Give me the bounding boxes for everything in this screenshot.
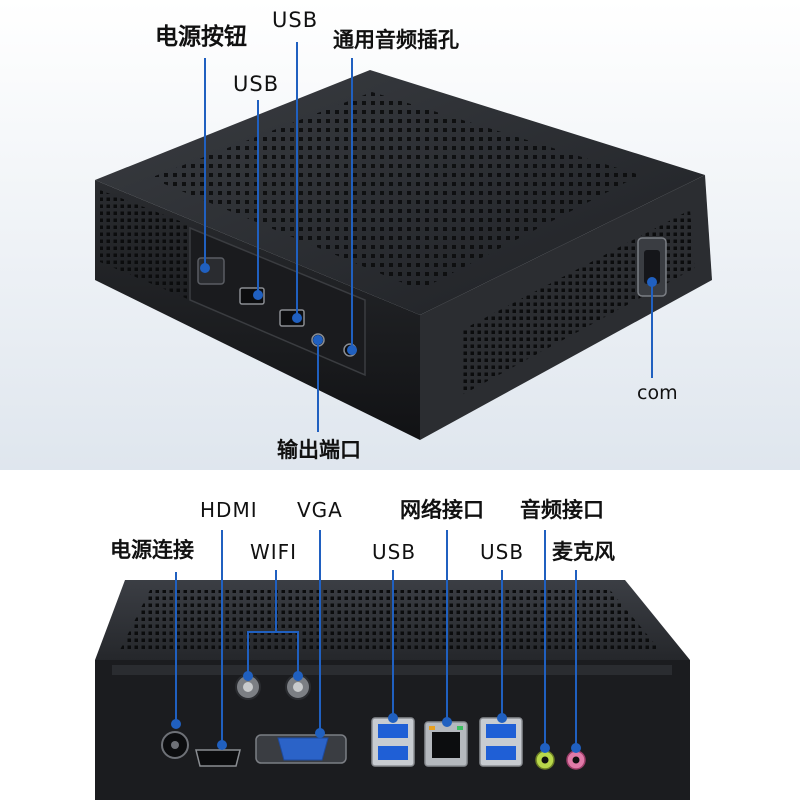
- top-vent-grid: [150, 92, 640, 290]
- leader-dot-power-connector: [171, 719, 181, 729]
- leader-dot-com: [647, 277, 657, 287]
- label-power-connector: 电源连接: [110, 538, 194, 562]
- mic-in-hole: [572, 756, 580, 764]
- rear-top-vent: [120, 590, 660, 650]
- dc-power-pin: [171, 741, 179, 749]
- label-power-button: 电源按钮: [155, 24, 247, 50]
- vga-port: [277, 737, 329, 761]
- label-hdmi: HDMI: [200, 498, 258, 522]
- label-usb-upper: USB: [272, 8, 319, 32]
- leader-dot-wifi-2: [293, 671, 303, 681]
- label-output-port: 输出端口: [277, 438, 361, 462]
- com-port-socket: [644, 250, 660, 284]
- leader-dot-vga: [315, 728, 325, 738]
- label-com: com: [637, 382, 678, 404]
- usb-port-right-upper: [486, 724, 516, 738]
- leader-dot-usb-left: [388, 713, 398, 723]
- leader-dot-network: [442, 717, 452, 727]
- top-leader-lines: [200, 42, 657, 432]
- wifi-antenna-center-2: [293, 682, 303, 692]
- leader-dot-audio-jack: [347, 345, 357, 355]
- label-wifi: WIFI: [250, 540, 298, 564]
- leader-dot-usb-right: [497, 713, 507, 723]
- wifi-antenna-center-1: [243, 682, 253, 692]
- label-usb-lower: USB: [233, 72, 280, 96]
- side-vent-right: [462, 210, 695, 395]
- leader-dot-usb-2: [292, 313, 302, 323]
- rj45-port: [432, 732, 460, 758]
- hdmi-port: [195, 749, 241, 767]
- leader-dot-power-button: [200, 263, 210, 273]
- leader-wifi-2: [276, 631, 299, 676]
- leader-dot-hdmi: [217, 740, 227, 750]
- label-audio-jack: 通用音频插孔: [333, 28, 459, 52]
- leader-dot-usb-1: [253, 290, 263, 300]
- usb-port-left-upper: [378, 724, 408, 738]
- label-network-port: 网络接口: [400, 498, 484, 522]
- audio-out-hole: [541, 756, 549, 764]
- label-vga: VGA: [297, 498, 343, 522]
- leader-dot-output-port: [313, 335, 323, 345]
- leader-dot-audio-port: [540, 743, 550, 753]
- label-usb-left: USB: [372, 540, 417, 564]
- rear-leader-lines: [171, 530, 581, 753]
- label-usb-right: USB: [480, 540, 525, 564]
- label-microphone: 麦克风: [552, 540, 615, 564]
- leader-wifi-1: [247, 570, 277, 676]
- label-audio-port: 音频接口: [520, 498, 604, 522]
- leader-dot-microphone: [571, 743, 581, 753]
- leader-dot-wifi-1: [243, 671, 253, 681]
- front-vent-left: [100, 190, 190, 300]
- rj45-led-2: [457, 726, 463, 730]
- usb-port-left-lower: [378, 746, 408, 760]
- usb-port-right-lower: [486, 746, 516, 760]
- rj45-led-1: [429, 726, 435, 730]
